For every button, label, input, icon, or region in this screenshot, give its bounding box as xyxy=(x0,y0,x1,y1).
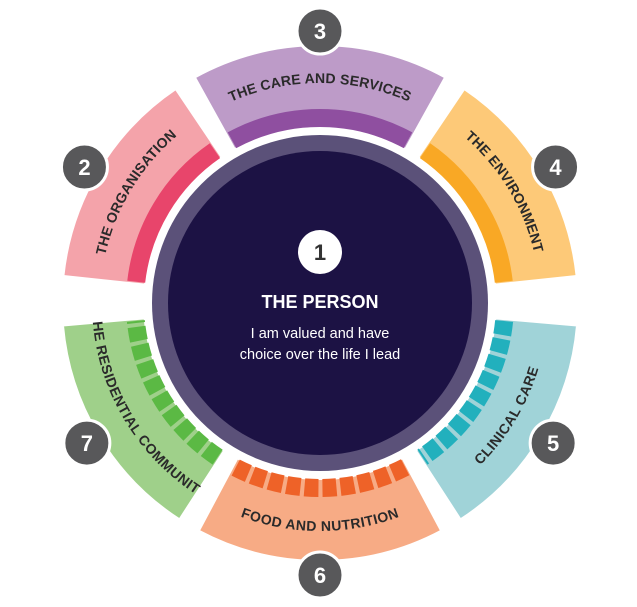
badge-number: 2 xyxy=(78,155,90,180)
center-subtitle-line-2: choice over the life I lead xyxy=(240,347,400,363)
segment-background xyxy=(414,317,579,521)
center-core xyxy=(168,151,472,455)
segment-clinical-care: CLINICAL CARE xyxy=(414,317,579,521)
segment-the-care-and-services: THE CARE AND SERVICES xyxy=(193,44,447,151)
segment-number-badge: 2 xyxy=(59,142,109,192)
badge-circle xyxy=(59,142,109,192)
badge-circle xyxy=(531,142,581,192)
badge-circle xyxy=(295,6,345,56)
center-title: THE PERSON xyxy=(261,292,378,312)
segment-band xyxy=(126,320,223,465)
badge-circle xyxy=(62,418,112,468)
segment-band xyxy=(127,143,221,283)
segment-background xyxy=(61,317,226,521)
badges-group: 2 3 4 5 6 7 xyxy=(59,6,581,600)
segment-number-badge: 7 xyxy=(62,418,112,468)
segment-number-badge: 5 xyxy=(528,418,578,468)
segment-band xyxy=(417,320,514,465)
segment-background xyxy=(62,88,223,286)
badge-number: 4 xyxy=(549,155,562,180)
badge-number: 7 xyxy=(81,431,93,456)
center-circle: 1 THE PERSON I am valued and have choice… xyxy=(152,135,488,471)
segment-number-badge: 6 xyxy=(295,550,345,600)
segment-food-and-nutrition: FOOD AND NUTRITION xyxy=(197,457,443,562)
center-subtitle-line-1: I am valued and have xyxy=(251,326,390,342)
segment-number-badge: 3 xyxy=(295,6,345,56)
center-number-badge xyxy=(298,230,342,274)
segment-background xyxy=(417,88,578,286)
badge-circle xyxy=(295,550,345,600)
badge-number: 3 xyxy=(314,19,326,44)
center-number: 1 xyxy=(314,240,326,265)
segment-number-badge: 4 xyxy=(531,142,581,192)
badge-number: 6 xyxy=(314,563,326,588)
badge-number: 5 xyxy=(547,431,559,456)
badge-circle xyxy=(528,418,578,468)
segment-band xyxy=(419,143,513,283)
segment-band xyxy=(227,109,413,149)
segment-band xyxy=(230,459,410,497)
